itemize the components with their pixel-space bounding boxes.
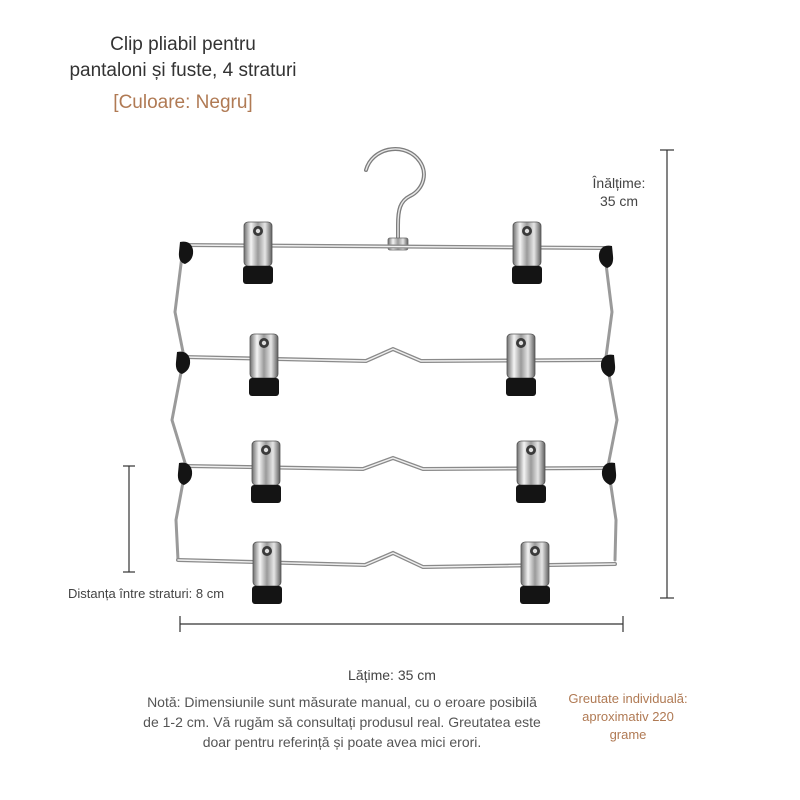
clip-tier4-left (251, 541, 283, 605)
width-measure-line (179, 616, 624, 632)
height-label: Înălțime: 35 cm (578, 174, 660, 210)
frame-end-caps (175, 241, 617, 485)
height-measure-line (660, 149, 674, 599)
product-title-line-2: pantaloni și fuste, 4 straturi (69, 60, 297, 81)
product-title-line-1: Clip pliabil pentru (110, 34, 256, 55)
measurement-note: Notă: Dimensiunile sunt măsurate manual,… (143, 694, 541, 750)
clip-tier4-right (519, 541, 551, 605)
color-label: [Culoare: Negru] (113, 92, 253, 113)
clip-tier1-right (511, 221, 543, 285)
clip-tier3-left (250, 440, 282, 504)
product-title: Clip pliabil pentru pantaloni și fuste, … (40, 32, 326, 84)
height-value: 35 cm (599, 193, 639, 209)
clip-tier2-left (248, 333, 280, 397)
tier-4 (176, 550, 617, 570)
weight-info: Greutate individuală: aproximativ 220 gr… (548, 690, 708, 744)
height-label-text: Înălțime: (592, 175, 646, 191)
clip-tier2-right (505, 333, 537, 397)
clips (242, 221, 551, 605)
gap-measure-line (123, 465, 135, 573)
weight-line-3: grame (609, 727, 647, 742)
weight-line-1: Greutate individuală: (568, 691, 688, 706)
hanger-hook (364, 147, 426, 251)
tier-2 (182, 346, 608, 364)
hanger-tiers (176, 243, 617, 570)
weight-line-2: aproximativ 220 (582, 709, 674, 724)
hanger-frame (170, 246, 619, 562)
clip-tier1-left (242, 221, 274, 285)
width-label: Lățime: 35 cm (348, 667, 436, 683)
layer-gap-label: Distanța între straturi: 8 cm (68, 586, 225, 601)
clip-tier3-right (515, 440, 547, 504)
tier-3 (184, 455, 610, 472)
